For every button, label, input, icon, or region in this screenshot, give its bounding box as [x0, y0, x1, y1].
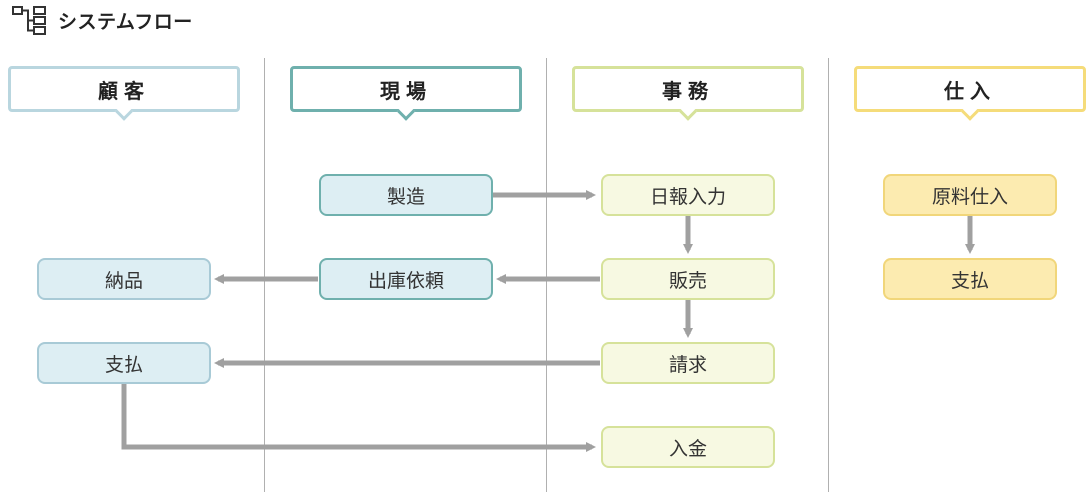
node-manufacture: 製造: [319, 174, 493, 216]
lane-label: 顧客: [98, 78, 150, 103]
node-label: 入金: [668, 437, 707, 460]
node-daily-report: 日報入力: [601, 174, 775, 216]
node-raw-purchase: 原料仕入: [883, 174, 1057, 216]
lane-header-customer: 顧客: [8, 66, 240, 121]
node-sales: 販売: [601, 258, 775, 300]
node-label: 支払: [104, 353, 143, 376]
node-customer-payment: 支払: [37, 342, 211, 384]
node-label: 原料仕入: [931, 185, 1008, 208]
lane-divider: [546, 58, 547, 492]
node-label: 出庫依頼: [367, 269, 444, 292]
arrow-payment-to-deposit: [121, 384, 596, 452]
node-invoice: 請求: [601, 342, 775, 384]
node-label: 販売: [668, 269, 707, 292]
node-delivery: 納品: [37, 258, 211, 300]
title-bar: システムフロー: [12, 6, 193, 35]
lane-divider: [264, 58, 265, 492]
node-label: 製造: [386, 185, 425, 208]
lane-divider: [828, 58, 829, 492]
node-shipping-request: 出庫依頼: [319, 258, 493, 300]
node-label: 日報入力: [649, 185, 726, 208]
lane-header-site: 現場: [290, 66, 522, 121]
lane-label: 事務: [662, 78, 714, 103]
lane-header-office: 事務: [572, 66, 804, 121]
node-label: 請求: [668, 353, 707, 376]
node-label: 支払: [950, 269, 989, 292]
page-title: システムフロー: [58, 10, 193, 33]
node-deposit: 入金: [601, 426, 775, 468]
lane-label: 現場: [380, 78, 432, 103]
lane-header-purchase: 仕入: [854, 66, 1086, 121]
node-label: 納品: [104, 269, 143, 292]
flow-diagram-icon: [12, 6, 46, 35]
node-supplier-payment: 支払: [883, 258, 1057, 300]
lane-label: 仕入: [944, 78, 996, 103]
